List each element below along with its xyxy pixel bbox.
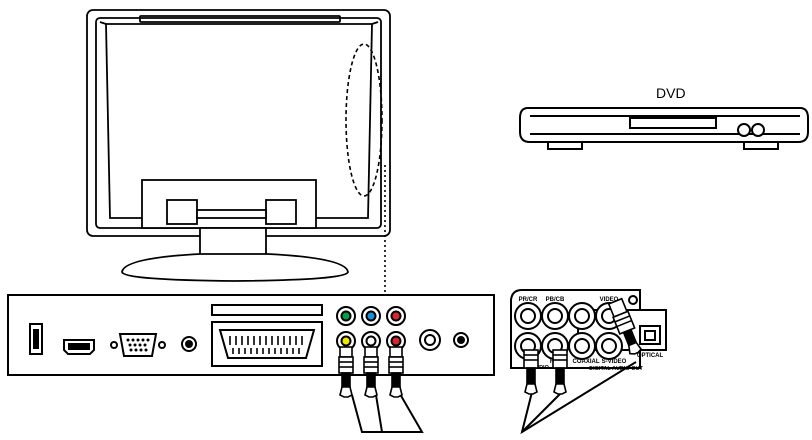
svg-text:DIGITAL AUDIO OUT: DIGITAL AUDIO OUT [589,366,643,372]
tv-rear-panel [105,23,373,219]
dvd-plug-video [607,297,643,355]
dvd-foot [743,141,779,150]
card-slot [211,304,323,316]
tv-av-plugs [338,346,404,398]
svg-text:VIDEO: VIDEO [600,297,619,303]
dvd-label: DVD [656,85,686,101]
dvd-disc-tray [629,117,717,129]
tv-cables [351,393,424,433]
tv-connector-panel [7,294,495,376]
dvd-plugs [523,297,643,395]
svg-text:COAXIAL: COAXIAL [573,359,600,365]
vga-port [118,333,158,357]
tv-top-vent [139,15,341,23]
dvd-plug-audio-r [552,349,568,395]
side-panel-highlight [345,43,383,197]
dvd-player [519,107,809,150]
dvd-cables [520,361,637,435]
plug-video [338,346,354,398]
dvd-plug-audio-l [523,349,539,395]
dvd-foot [547,141,583,150]
svg-text:PB/CB: PB/CB [546,297,565,303]
svg-text:AUDIO: AUDIO [531,365,549,371]
tv-monitor [86,9,391,282]
svg-text:PR/CR: PR/CR [519,297,538,303]
tv-stand-base [121,253,349,282]
svg-text:S-VIDEO: S-VIDEO [602,359,627,365]
tv-stand-neck [199,227,267,257]
dvd-button [751,123,765,137]
plug-audio-r [388,346,404,398]
svg-text:OPTICAL: OPTICAL [637,353,664,359]
plug-audio-l [363,346,379,398]
dvd-button [737,123,751,137]
